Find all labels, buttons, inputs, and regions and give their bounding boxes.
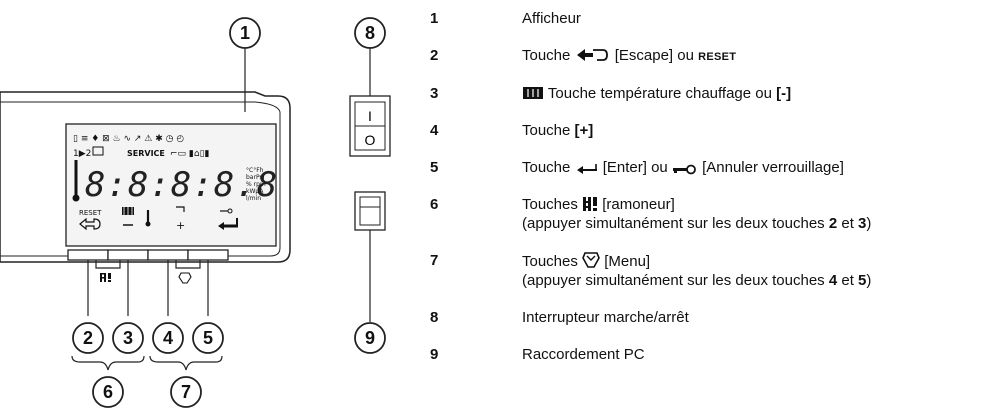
chimney-sweep-icon (100, 273, 111, 282)
svg-text:barPsi: barPsi (246, 174, 265, 181)
service-label: SERVICE (127, 149, 165, 158)
housing-inner-line (0, 101, 281, 257)
svg-text:9: 9 (365, 328, 375, 348)
svg-text:5: 5 (203, 328, 213, 348)
escape-arrow-icon (79, 217, 101, 231)
callout-7: 7 (170, 376, 202, 408)
enter-icon (576, 164, 597, 174)
lcd-button-labels: RESET + (79, 206, 238, 232)
unlock-key-icon (672, 164, 696, 175)
svg-text:6: 6 (103, 382, 113, 402)
switch-off-mark: O (365, 132, 376, 148)
small-thermometer-icon (145, 210, 151, 227)
control-panel-diagram: ▯ ≡ ♦ ⊠ ♨ ∿ ↗ ⚠ ✱ ◷ ◴ 1▶2 SERVICE ⌐▭ ▮⌂▯… (0, 17, 391, 408)
switch-on-mark: I (368, 108, 372, 124)
callout-2: 2 (72, 322, 104, 354)
chimney-sweep-icon (583, 197, 598, 211)
callout-5: 5 (192, 322, 224, 354)
callout-3: 3 (112, 322, 144, 354)
svg-text:1▶2: 1▶2 (73, 149, 91, 159)
svg-text:3: 3 (123, 328, 133, 348)
svg-text:kWμA: kWμA (246, 188, 264, 195)
plus-icon: + (176, 219, 185, 232)
lcd-status-icons: ▯ ≡ ♦ ⊠ ♨ ∿ ↗ ⚠ ✱ ◷ ◴ 1▶2 SERVICE ⌐▭ ▮⌂▯… (73, 134, 210, 159)
pc-connection-port[interactable] (354, 191, 386, 231)
callout-8: 8 (354, 17, 386, 49)
svg-text:2: 2 (83, 328, 93, 348)
power-switch[interactable]: I O (349, 95, 391, 157)
housing-outline (0, 91, 291, 263)
svg-text:▯ ≡ ♦ ⊠ ♨ ∿ ↗ ⚠ ✱ ◷ ◴: ▯ ≡ ♦ ⊠ ♨ ∿ ↗ ⚠ ✱ ◷ ◴ (73, 134, 184, 144)
svg-text:7: 7 (181, 382, 191, 402)
svg-text:8: 8 (365, 23, 375, 43)
svg-text:⌐▭ ▮⌂▯▮: ⌐▭ ▮⌂▯▮ (170, 149, 210, 159)
lcd-units: °C°Fh barPsi % rpm kWμA l/min (246, 167, 266, 202)
callout-1: 1 (229, 17, 261, 49)
callout-6: 6 (92, 376, 124, 408)
radiator-icon (523, 87, 543, 99)
tap-icon (176, 206, 185, 212)
svg-text:l/min: l/min (246, 195, 261, 202)
lcd-thermometer-icon (72, 160, 80, 202)
callout-4: 4 (152, 322, 184, 354)
reset-label: RESET (79, 209, 102, 217)
menu-icon (582, 252, 600, 268)
svg-text:% rpm: % rpm (246, 181, 266, 188)
escape-icon (576, 49, 608, 61)
svg-text:4: 4 (163, 328, 173, 348)
lcd-digits: 8:8:8:8.8 (85, 165, 278, 205)
lcd-display (65, 123, 277, 247)
svg-text:1: 1 (240, 23, 250, 43)
menu-icon (178, 272, 192, 284)
callout-9: 9 (354, 322, 386, 354)
enter-arrow-icon (218, 218, 238, 230)
svg-text:°C°Fh: °C°Fh (246, 167, 264, 174)
